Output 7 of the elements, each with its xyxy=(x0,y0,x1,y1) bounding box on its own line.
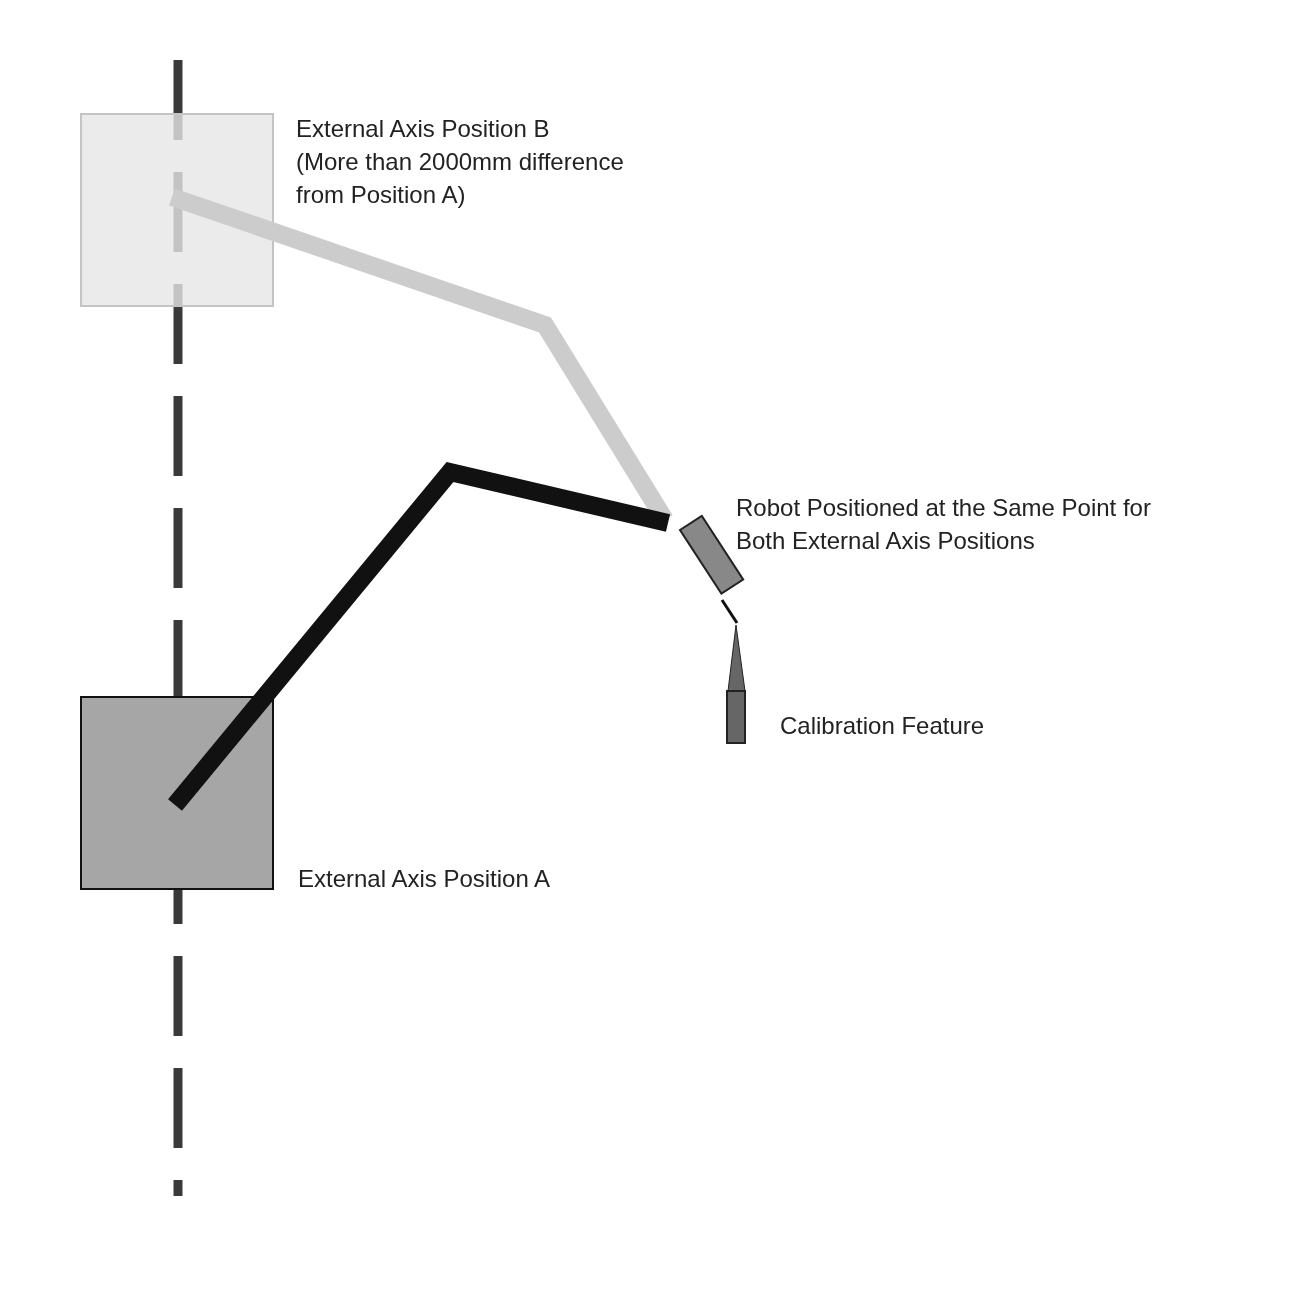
part-label: Calibration Feature xyxy=(780,711,985,741)
base-position-a xyxy=(80,696,274,890)
position-label: External Axis Position B xyxy=(296,114,550,144)
base-position-b xyxy=(80,113,274,307)
position-label: External Axis Position A xyxy=(298,864,551,894)
note-text: (More than 2000mm difference from Position A) xyxy=(296,147,625,210)
position-label: Robot Positioned at the Same Point for Both External Axis Positions xyxy=(736,493,1152,556)
